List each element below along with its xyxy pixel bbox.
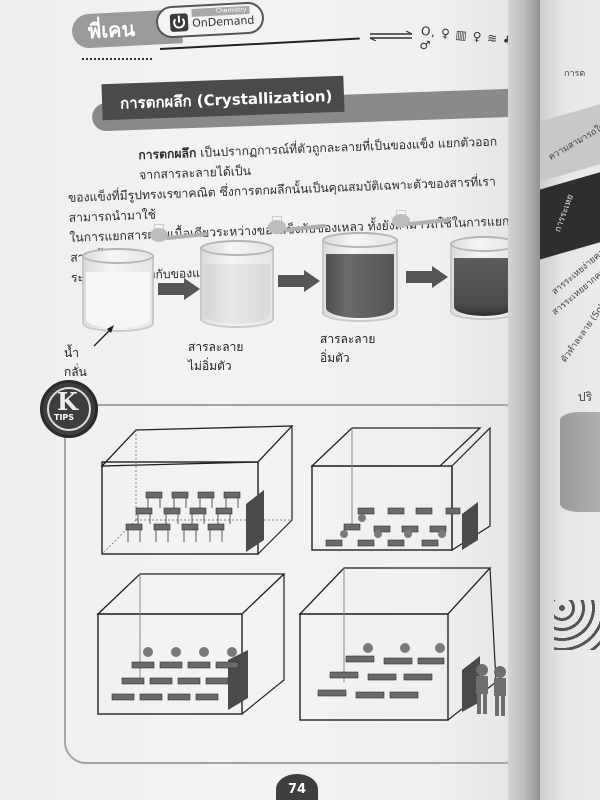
label-unsaturated-solution: สารละลายไม่อิ่มตัว (188, 340, 244, 373)
book-gutter (508, 0, 544, 800)
beaker-unsaturated (200, 240, 274, 328)
spoon-with-solute-icon (268, 216, 328, 234)
spoon-with-solute-icon (150, 224, 210, 242)
right-page-crystals (554, 600, 600, 650)
lead-term: การตกผลึก (138, 146, 197, 163)
pointer-arrow-icon (93, 325, 114, 347)
page-number: 74 (276, 774, 318, 800)
right-page-edge: การต ความสามารถในการละลาย การระเหย สารระ… (540, 0, 600, 800)
spoon-with-solute-icon (392, 210, 452, 228)
beaker-saturated (322, 232, 398, 322)
right-page-fragment: การต (564, 69, 586, 79)
process-arrow-icon (406, 266, 448, 288)
right-page-beaker (560, 412, 600, 512)
left-page: พี่เคน Chemistry OnDemand O, ♀ ▥ ♀ ≋ ♣ ♠… (0, 0, 540, 800)
product-name: OnDemand (191, 13, 255, 30)
equilibrium-arrows-icon (369, 31, 413, 41)
process-arrow-icon (278, 270, 320, 292)
process-arrow-icon (158, 278, 200, 300)
beaker-distilled-water (82, 248, 154, 332)
brand-name: พี่เคน (87, 16, 136, 44)
label-distilled-water: น้ำกลั่น (64, 346, 87, 379)
header-rule (159, 37, 360, 50)
header-dotted-rule (82, 58, 152, 60)
ondemand-logo: Chemistry OnDemand (155, 1, 265, 39)
beaker-crystallized (450, 236, 518, 320)
label-saturated-solution: สารละลายอิ่มตัว (320, 332, 376, 365)
k-tips-badge: K TIPS (40, 380, 98, 438)
right-page-fragment: ปริ (578, 390, 593, 404)
power-icon (169, 13, 189, 33)
